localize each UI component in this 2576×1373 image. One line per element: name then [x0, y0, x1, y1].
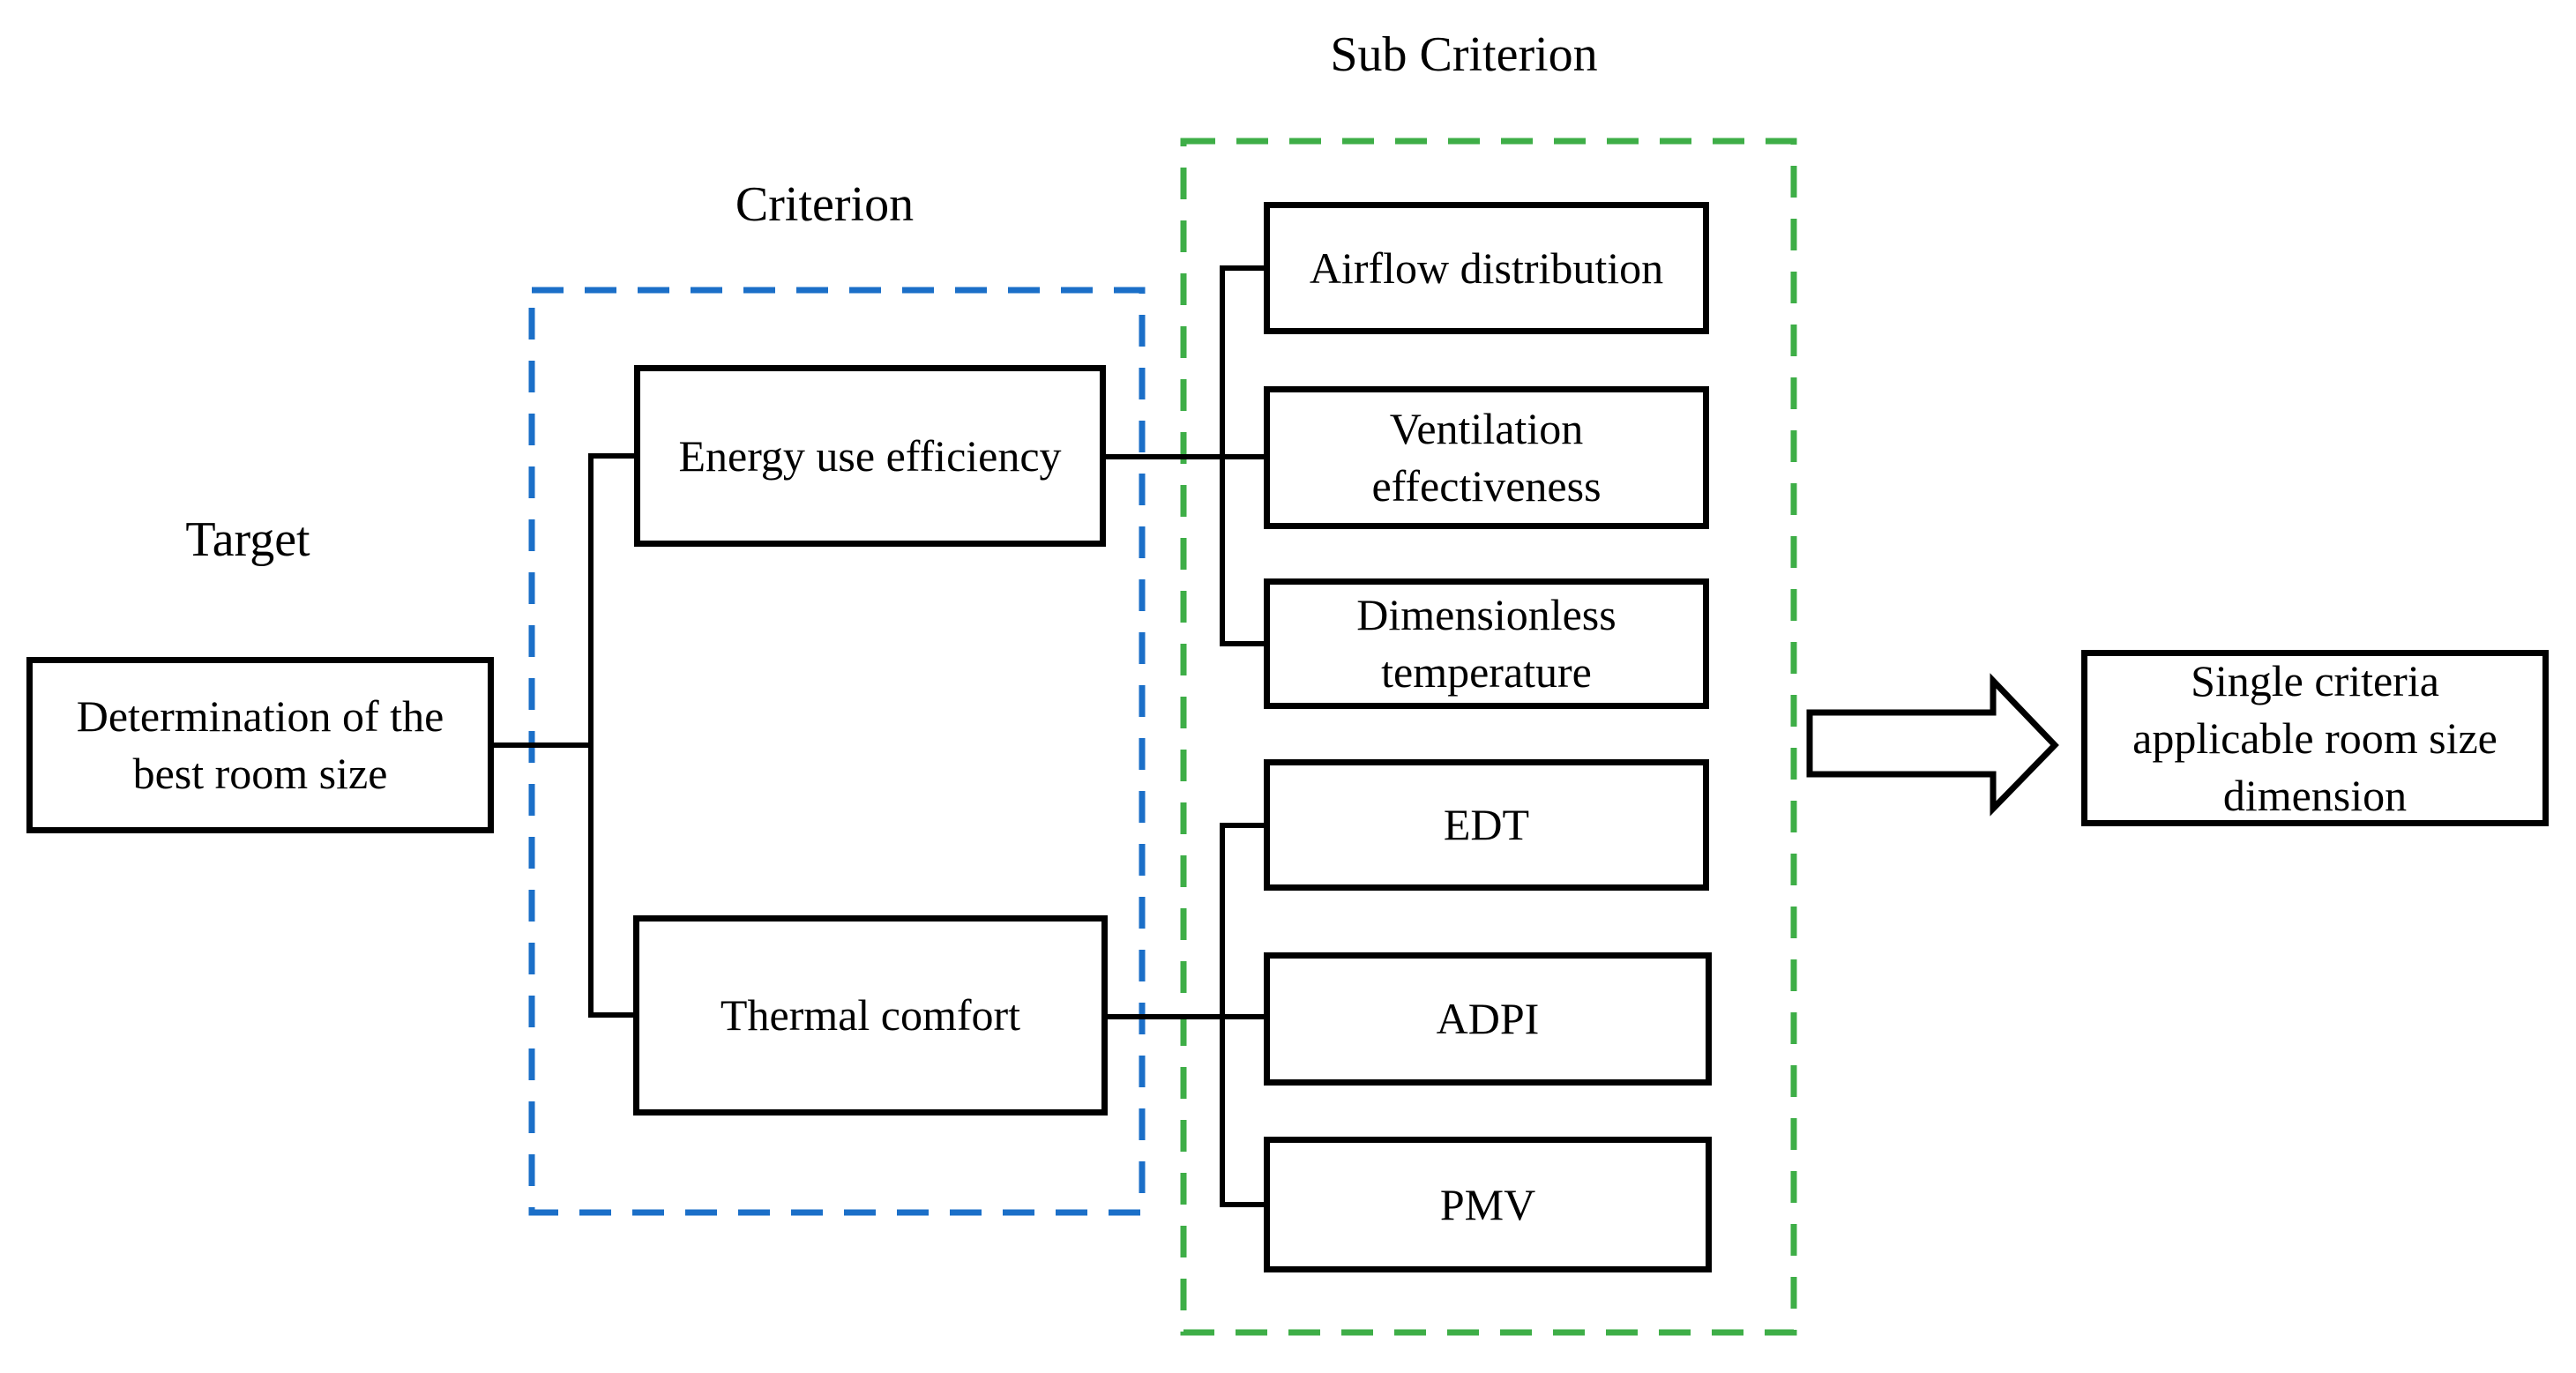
sub-criterion-box-airflow-distribution: Airflow distribution — [1264, 202, 1709, 334]
target-level-title: Target — [185, 512, 310, 567]
sub-criterion-box-label: ADPI — [1436, 994, 1540, 1043]
goal-box-label: Determination of the best room size — [76, 691, 444, 798]
criterion-box-energy-use-efficiency: Energy use efficiency — [634, 365, 1106, 547]
criterion-level-title: Criterion — [735, 177, 915, 232]
sub-criterion-box-label: Dimensionless temperature — [1356, 590, 1617, 697]
arrow-right-icon — [1806, 673, 2059, 817]
goal-box: Determination of the best room size — [26, 657, 494, 833]
result-box-label: Single criteria applicable room size dim… — [2132, 655, 2498, 820]
criterion-box-thermal-comfort: Thermal comfort — [633, 915, 1108, 1116]
criterion-group-outline — [528, 287, 1146, 1216]
sub-criterion-box-dimensionless-temperature: Dimensionless temperature — [1264, 578, 1709, 709]
sub-criterion-box-label: EDT — [1443, 800, 1530, 849]
sub-criterion-box-ventilation-effectiveness: Ventilation effectiveness — [1264, 386, 1709, 529]
criterion-box-label: Thermal comfort — [720, 990, 1021, 1040]
sub-criterion-box-edt: EDT — [1264, 759, 1709, 891]
sub-criterion-box-label: Airflow distribution — [1309, 243, 1664, 293]
result-box: Single criteria applicable room size dim… — [2081, 650, 2549, 826]
sub-criterion-box-pmv: PMV — [1264, 1137, 1712, 1272]
sub-criterion-box-label: Ventilation effectiveness — [1371, 404, 1602, 511]
sub-criterion-box-adpi: ADPI — [1264, 952, 1712, 1086]
sub-criterion-box-label: PMV — [1439, 1179, 1536, 1229]
criterion-box-label: Energy use efficiency — [678, 430, 1062, 481]
sub-criterion-level-title: Sub Criterion — [1330, 27, 1598, 82]
